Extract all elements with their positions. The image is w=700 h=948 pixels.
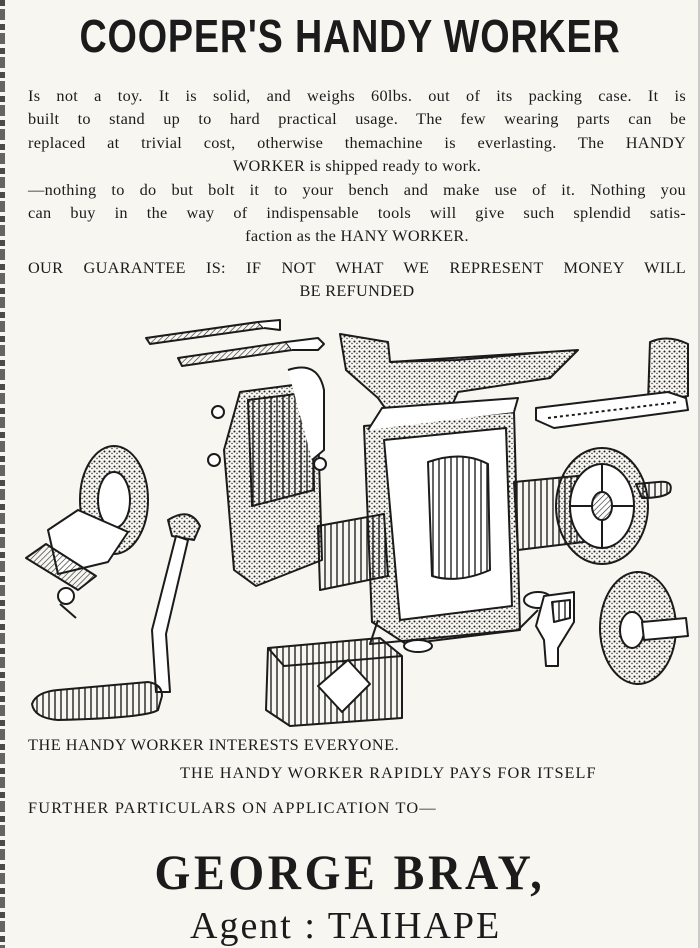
machine-illustration (25, 319, 689, 727)
small-grinding-wheel-icon (599, 571, 689, 685)
tagline-interests: THE HANDY WORKER INTERESTS EVERYONE. (28, 735, 400, 754)
tagline-pays: THE HANDY WORKER RAPIDLY PAYS FOR ITSELF (180, 763, 597, 782)
drill-bit-icon (145, 319, 325, 367)
page-scan-edge-left (0, 0, 5, 948)
guarantee-line: BE REFUNDED (299, 281, 415, 301)
description-line: faction as the HANY WORKER. (245, 226, 469, 246)
description-line: —nothing to do but bolt it to your bench… (28, 179, 686, 199)
description-line: Is not a toy. It is solid, and weighs 60… (28, 86, 686, 105)
guarantee-line: OUR GUARANTEE IS: IF NOT WHAT WE REPRESE… (28, 258, 686, 277)
guarantee-paragraph: OUR GUARANTEE IS: IF NOT WHAT WE REPRESE… (28, 256, 686, 303)
main-frame-icon (363, 397, 553, 653)
anvil-icon (339, 333, 579, 419)
crank-handle-icon (31, 513, 201, 721)
agent-location: Agent : TAIHAPE (190, 905, 502, 947)
vise-jaw-icon (535, 337, 689, 429)
work-block-icon (265, 637, 403, 727)
small-fixture-icon (535, 591, 575, 667)
description-line: built to stand up to hard practical usag… (28, 109, 686, 129)
description-line: replaced at trivial cost, otherwise them… (28, 132, 686, 152)
handwheel-icon (555, 447, 672, 565)
grinding-wheel-icon (25, 445, 149, 619)
description-line: WORKER is shipped ready to work. (232, 156, 482, 176)
ad-title: COOPER'S HANDY WORKER (79, 10, 621, 62)
description-line: can buy in the way of indispensable tool… (28, 203, 686, 223)
particulars-text: FURTHER PARTICULARS ON APPLICATION TO— (28, 798, 437, 817)
description-paragraph: Is not a toy. It is solid, and weighs 60… (28, 84, 686, 248)
agent-name: GEORGE BRAY, (154, 844, 546, 900)
gear-housing-icon (207, 366, 327, 587)
page-scan-edge-right (698, 0, 700, 948)
